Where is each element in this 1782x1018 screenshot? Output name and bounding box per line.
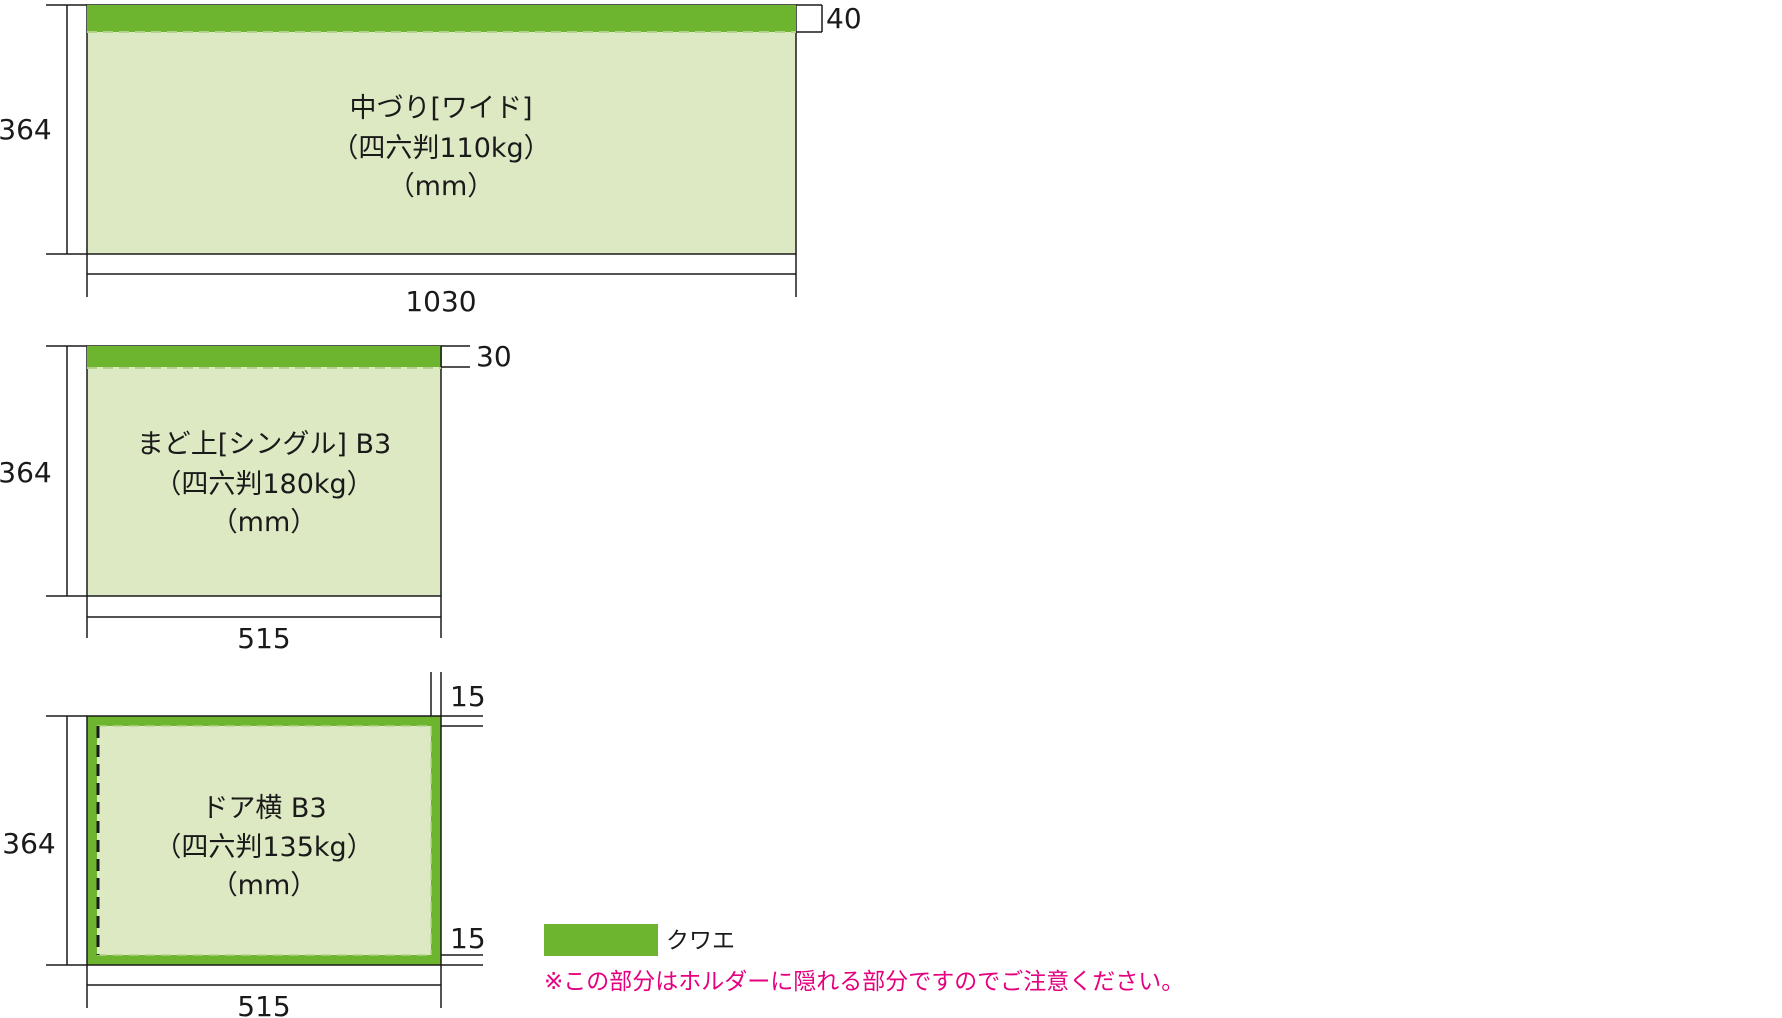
panel-door-paper: [97, 726, 431, 955]
panel-wide-height-label: 364: [0, 113, 52, 146]
panel-door-width-dimension: [86, 965, 442, 1008]
legend-swatch: [544, 924, 658, 956]
panel-single-paper-spec: （四六判180kg）: [154, 469, 373, 500]
panel-wide-width-label: 1030: [405, 285, 476, 318]
panel-door-paper-spec: （四六判135kg）: [154, 832, 373, 863]
panel-door-width-label: 515: [237, 990, 290, 1018]
panel-door-grip-bottom-dimension: [441, 954, 483, 966]
panel-door-grip-top-dimension: [430, 672, 483, 727]
panel-wide-title: 中づり[ワイド]: [349, 93, 532, 124]
panel-single-paper: [86, 345, 442, 597]
panel-door-grip-bottom-label: 15: [450, 922, 486, 955]
panel-door-grip-top-label: 15: [450, 680, 486, 713]
panel-wide-grip: [87, 5, 796, 32]
panel-door-height-label: 364: [2, 827, 55, 860]
panel-wide-paper-spec: （四六判110kg）: [331, 133, 550, 164]
panel-single-grip: [87, 346, 441, 367]
panel-single: まど上[シングル] B3 （四六判180kg） （mm） 364 515 30: [0, 340, 512, 655]
panel-door: ドア横 B3 （四六判135kg） （mm） 364 515 15 15: [2, 672, 486, 1018]
panel-wide-height-dimension: [46, 4, 87, 255]
legend: クワエ ※この部分はホルダーに隠れる部分ですのでご注意ください。: [544, 924, 1184, 995]
panel-single-unit: （mm）: [211, 507, 318, 538]
legend-label: クワエ: [666, 928, 735, 954]
panel-door-unit: （mm）: [211, 870, 318, 901]
panel-door-height-dimension: [46, 715, 87, 966]
panel-single-height-dimension: [46, 345, 87, 597]
panel-single-grip-dimension: [440, 345, 470, 368]
panel-door-title: ドア横 B3: [201, 793, 326, 824]
panel-wide-grip-dimension: [796, 4, 823, 33]
panel-single-grip-label: 30: [476, 340, 512, 373]
panel-single-width-dimension: [86, 596, 442, 638]
panel-single-title: まど上[シングル] B3: [137, 429, 391, 460]
legend-note: ※この部分はホルダーに隠れる部分ですのでご注意ください。: [544, 969, 1184, 995]
panel-wide: 中づり[ワイド] （四六判110kg） （mm） 364 1030 40: [0, 2, 862, 318]
panel-wide-paper: [86, 4, 797, 255]
panel-wide-unit: （mm）: [388, 171, 495, 202]
panel-single-width-label: 515: [237, 622, 290, 655]
panel-wide-width-dimension: [86, 254, 797, 297]
panel-wide-grip-label: 40: [826, 2, 862, 35]
panel-single-height-label: 364: [0, 456, 52, 489]
